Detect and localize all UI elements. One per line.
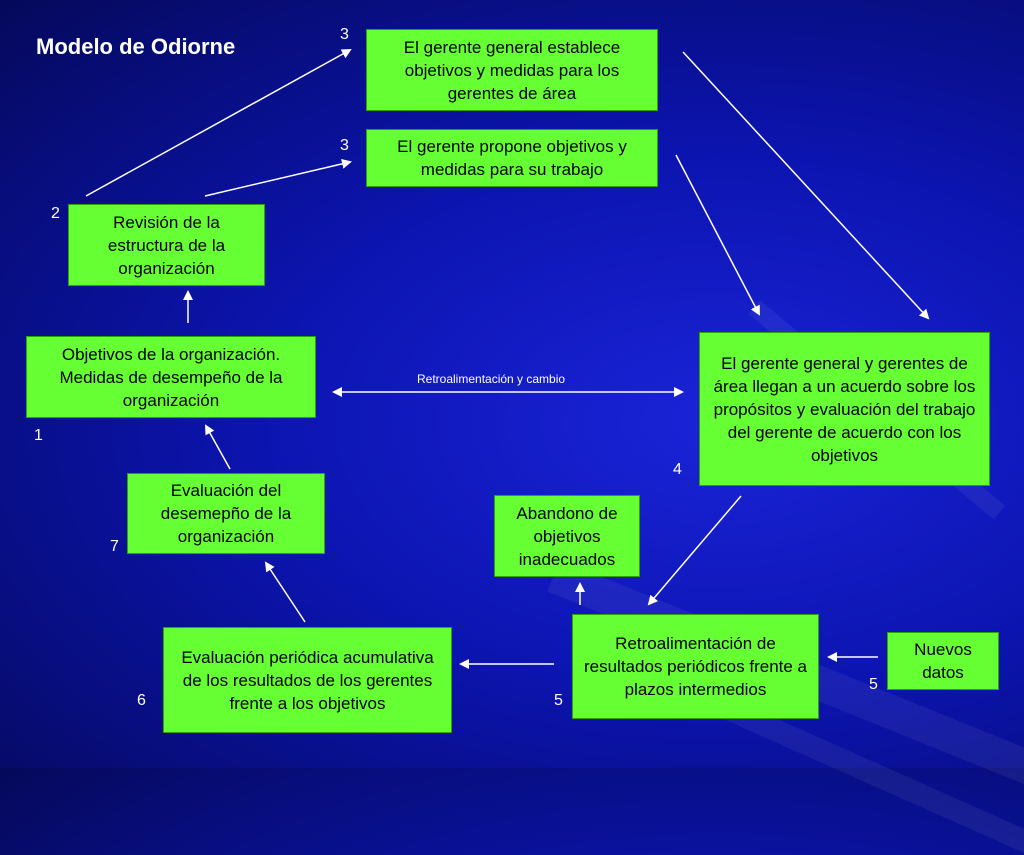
node-acuerdo: El gerente general y gerentes de área ll… <box>699 332 990 486</box>
node-evaluacion-desempeno: Evaluación del desemepño de la organizac… <box>127 473 325 554</box>
step-number: 1 <box>34 427 43 444</box>
arrow-revision-to-gerente <box>204 158 352 197</box>
node-nuevos-datos: Nuevos datos <box>887 632 999 690</box>
arrow-revision-to-gg <box>85 49 352 197</box>
step-number: 4 <box>673 461 682 478</box>
step-number: 5 <box>554 692 563 709</box>
arrow-gerente-to-acuerdo <box>675 154 760 316</box>
arrow-evalperiodica-to-evaldesempeno <box>264 561 306 623</box>
node-revision: Revisión de la estructura de la organiza… <box>68 204 265 286</box>
step-number: 7 <box>110 538 119 555</box>
step-number: 6 <box>137 692 146 709</box>
step-number: 3 <box>340 137 349 154</box>
arrow-evaldesempeno-to-objetivos <box>205 424 231 470</box>
arrow-gg-to-acuerdo <box>682 51 930 320</box>
step-number: 3 <box>340 26 349 43</box>
node-objetivos-org: Objetivos de la organización. Medidas de… <box>26 336 316 418</box>
feedback-label: Retroalimentación y cambio <box>417 372 566 386</box>
arrow-acuerdo-to-retro <box>647 495 742 606</box>
step-number: 5 <box>869 676 878 693</box>
node-gerente-propone: El gerente propone objetivos y medidas p… <box>366 129 658 187</box>
node-abandono: Abandono de objetivos inadecuados <box>494 495 640 577</box>
slide-title: Modelo de Odiorne <box>36 34 236 59</box>
node-gg-establece: El gerente general establece objetivos y… <box>366 29 658 111</box>
node-retroalimentacion-resultados: Retroalimentación de resultados periódic… <box>572 614 819 719</box>
flow-arrows <box>85 49 930 669</box>
step-number: 2 <box>51 205 60 222</box>
node-evaluacion-periodica: Evaluación periódica acumulativa de los … <box>163 627 452 733</box>
